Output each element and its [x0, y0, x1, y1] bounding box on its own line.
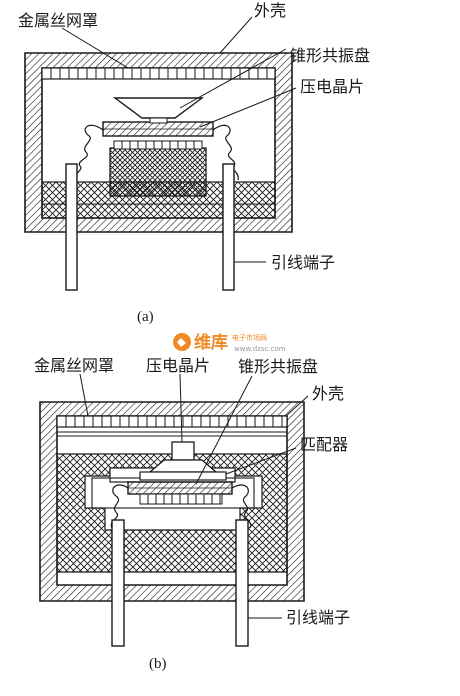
diagram-a: 金属丝网罩 外壳 锥形共振盘 压电晶片 引线端子 (a)	[18, 1, 370, 325]
terminal-pin-right-a	[222, 163, 235, 291]
lead-wire-right-b	[231, 484, 252, 529]
caption-a: (a)	[137, 309, 154, 325]
lead-wire-left-b	[110, 484, 129, 529]
wire-mesh-b	[56, 415, 288, 428]
label-cone-b: 锥形共振盘	[238, 357, 318, 376]
watermark-url: www.dzsc.com	[234, 345, 286, 353]
leader-lines-b	[79, 373, 309, 619]
label-crystal-a: 压电晶片	[300, 77, 364, 96]
label-crystal-b: 压电晶片	[146, 356, 210, 375]
label-terminal-a: 引线端子	[271, 253, 335, 272]
leader-lines-a	[61, 16, 297, 263]
watermark-brand: 维库	[194, 332, 228, 353]
cone-resonator-b	[139, 441, 227, 481]
support-grid-a	[113, 140, 203, 150]
diagram-b: 金属丝网罩 压电晶片 锥形共振盘 外壳 匹配器 引线端子 (b)	[34, 356, 350, 672]
cone-resonator-a	[112, 97, 205, 119]
terminal-pin-left-b	[111, 519, 125, 647]
label-wire-mesh-a: 金属丝网罩	[18, 11, 98, 30]
support-grid-b	[139, 493, 223, 505]
label-cone-a: 锥形共振盘	[290, 46, 370, 65]
support-block-a	[109, 147, 207, 197]
caption-b: (b)	[149, 656, 167, 672]
label-housing-a: 外壳	[254, 1, 286, 20]
terminal-pin-right-b	[235, 519, 249, 647]
watermark-site-name: 电子市场网	[232, 333, 267, 342]
terminal-pin-left-a	[65, 163, 78, 291]
watermark-logo: 维库 电子市场网 www.dzsc.com	[173, 332, 286, 353]
label-wire-mesh-b: 金属丝网罩	[34, 356, 114, 375]
wire-mesh-a	[41, 67, 276, 80]
label-matcher-b: 匹配器	[300, 435, 348, 454]
label-terminal-b: 引线端子	[286, 608, 350, 627]
label-housing-b: 外壳	[312, 384, 344, 403]
lead-wire-left-a	[75, 124, 104, 181]
